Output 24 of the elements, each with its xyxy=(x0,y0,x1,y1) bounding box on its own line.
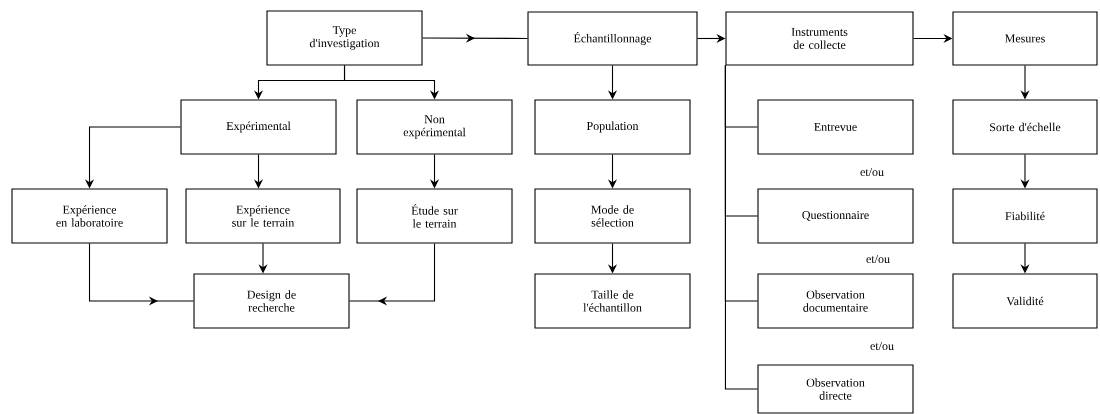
process-box: Expérience en laboratoire xyxy=(11,188,168,244)
process-box: Sorte d'échelle xyxy=(952,99,1098,155)
process-box: Non expérimental xyxy=(356,99,513,155)
connector-label: et/ou xyxy=(870,342,894,350)
connector-label: et/ou xyxy=(866,255,890,263)
process-box: Type d'investigation xyxy=(266,10,423,66)
process-box: Design de recherche xyxy=(193,273,350,329)
process-box: Questionnaire xyxy=(757,188,914,244)
process-box: Observation directe xyxy=(757,364,914,414)
process-box: Taille de l'échantillon xyxy=(534,273,691,329)
process-box: Expérience sur le terrain xyxy=(185,188,341,244)
process-box: Expérimental xyxy=(180,99,337,155)
process-box: Entrevue xyxy=(757,99,914,155)
process-box: Observation documentaire xyxy=(757,273,914,329)
process-box: Échantillonnage xyxy=(527,11,698,66)
process-box: Étude sur le terrain xyxy=(356,188,513,244)
process-box: Mode de sélection xyxy=(534,188,691,244)
arrow xyxy=(349,243,436,306)
process-box: Mesures xyxy=(952,11,1098,66)
process-box: Validité xyxy=(952,273,1098,329)
process-box: Instruments de collecte xyxy=(725,11,914,66)
process-box: Population xyxy=(534,99,691,155)
connector-label: et/ou xyxy=(860,168,884,176)
process-box: Fiabilité xyxy=(952,188,1098,244)
